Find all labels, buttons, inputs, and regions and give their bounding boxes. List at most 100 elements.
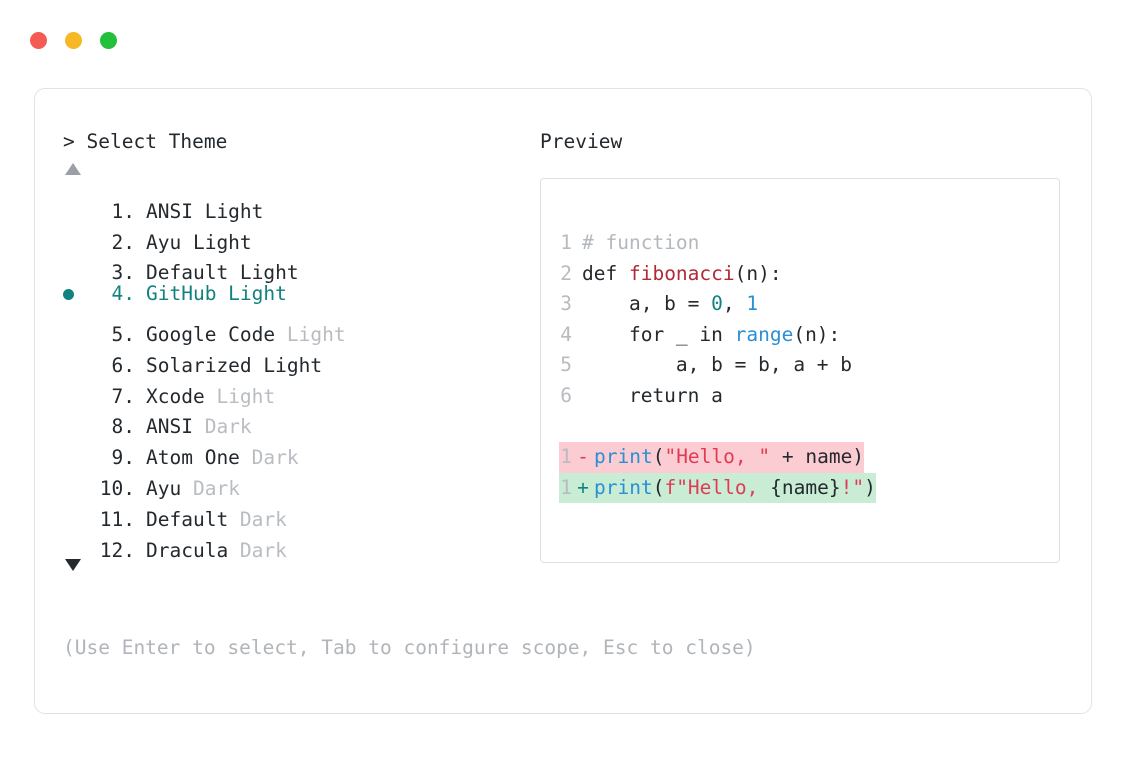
code-token: print — [594, 445, 653, 469]
selected-bullet-cell — [63, 526, 89, 557]
diff-line-number: 1 — [560, 475, 572, 499]
theme-item-variant: Light — [275, 322, 346, 346]
selected-bullet-icon — [63, 289, 74, 301]
diff-marker: + — [577, 475, 589, 499]
selected-bullet-cell — [63, 495, 89, 526]
theme-item-variant: Dark — [181, 476, 240, 500]
code-line-text: a, b = 0, 1 — [572, 289, 758, 320]
code-line: 3 a, b = 0, 1 — [559, 289, 876, 320]
scroll-down-icon[interactable] — [65, 558, 81, 571]
line-number: 5 — [560, 353, 572, 377]
code-line: 5 a, b = b, a + b — [559, 350, 876, 381]
prompt-caret-icon: > — [63, 130, 75, 153]
maximize-button[interactable] — [100, 32, 117, 49]
theme-item-label: Google Code — [146, 322, 276, 346]
theme-list-item[interactable]: 1.ANSI Light — [63, 187, 533, 223]
theme-item-label: Ayu Light — [146, 230, 252, 254]
code-token: ) — [864, 475, 876, 499]
page-title-label: Select Theme — [86, 130, 228, 153]
scroll-up-icon[interactable] — [65, 163, 81, 175]
window-traffic-lights — [30, 32, 117, 49]
theme-item-number: 12. — [99, 538, 135, 562]
code-token: fibonacci — [628, 261, 735, 285]
code-token: for _ in — [582, 322, 735, 346]
theme-list-item[interactable]: 12.Dracula Dark — [63, 526, 533, 562]
theme-list-item[interactable]: 7. Xcode Light — [63, 372, 533, 408]
selected-bullet-cell — [63, 372, 89, 403]
theme-list-item[interactable]: 10.Ayu Dark — [63, 464, 533, 500]
selected-bullet-cell — [63, 341, 89, 372]
diff-marker: - — [577, 445, 589, 469]
code-token: "Hello, " — [664, 445, 771, 469]
theme-list-item[interactable]: 8.ANSI Dark — [63, 403, 533, 438]
line-number: 1 — [560, 231, 572, 254]
selected-bullet-cell — [63, 310, 89, 341]
theme-item-label: Xcode — [146, 384, 205, 408]
theme-item-label: Default — [146, 507, 229, 531]
code-token: ( — [652, 445, 665, 469]
theme-item-label: Default Light — [146, 261, 299, 285]
diff-line-text: print("Hello, " + name) — [594, 442, 864, 473]
theme-item-number: 7. — [99, 384, 136, 408]
close-button[interactable] — [30, 32, 47, 49]
diff-line-number: 1 — [560, 445, 572, 469]
line-number: 4 — [560, 322, 572, 346]
code-token: 1 — [746, 292, 759, 316]
theme-list-item[interactable]: 6.Solarized Light — [63, 341, 533, 377]
theme-item-label: GitHub Light — [146, 282, 287, 306]
theme-item-variant: Dark — [228, 507, 287, 531]
keyboard-hint: (Use Enter to select, Tab to configure s… — [63, 636, 756, 659]
theme-item-number: 2. — [99, 230, 136, 254]
minimize-button[interactable] — [65, 32, 82, 49]
theme-list-item[interactable]: 2. Ayu Light — [63, 218, 533, 254]
selected-bullet-cell — [63, 433, 89, 464]
code-token: return a — [582, 383, 723, 407]
diff-line-wrapper: 1-print("Hello, " + name) — [559, 442, 876, 473]
code-token: # function — [582, 231, 700, 254]
theme-item-label: Ayu — [146, 476, 182, 500]
code-token: !" — [840, 475, 865, 499]
theme-item-variant: Light — [204, 384, 276, 408]
theme-list-item[interactable]: 4. GitHub Light — [63, 279, 533, 310]
theme-item-variant: Dark — [239, 446, 299, 470]
code-spacer — [559, 412, 876, 443]
theme-item-label: Dracula — [146, 538, 229, 562]
code-line: 4 for _ in range(n): — [559, 320, 876, 351]
theme-item-label: Atom One — [146, 446, 240, 470]
theme-list-item[interactable]: 9. Atom One Dark — [63, 433, 533, 469]
line-number: 3 — [560, 292, 572, 316]
theme-item-number: 5. — [99, 322, 136, 346]
theme-item-number: 4. — [99, 282, 136, 306]
selected-bullet-cell — [63, 249, 89, 280]
theme-item-label: ANSI — [146, 415, 193, 439]
code-line-text: for _ in range(n): — [572, 320, 840, 351]
theme-list-item[interactable]: 5. Google Code Light — [63, 310, 533, 346]
code-line: 6 return a — [559, 381, 876, 412]
code-line: 1 # function — [559, 228, 876, 259]
selected-bullet-cell — [63, 464, 89, 495]
theme-list[interactable]: 1.ANSI Light 2.Ayu Light 3.Default Light… — [63, 187, 533, 562]
code-token: 0 — [711, 292, 723, 316]
diff-line-removed: 1-print("Hello, " + name) — [559, 442, 865, 473]
theme-picker-panel: > Select Theme 1.ANSI Light 2.Ayu Light … — [34, 88, 1092, 714]
theme-selection-column: > Select Theme 1.ANSI Light 2.Ayu Light … — [63, 129, 533, 571]
diff-line-added: 1+print(f"Hello, {name}!") — [559, 472, 876, 504]
theme-item-label: Solarized Light — [146, 353, 323, 377]
code-line-text: a, b = b, a + b — [572, 350, 852, 381]
theme-item-number: 9. — [99, 446, 136, 470]
code-token: (n): — [734, 261, 782, 285]
code-token: + name) — [770, 445, 865, 469]
code-token: def — [582, 261, 629, 285]
selected-bullet-cell — [63, 403, 89, 434]
theme-item-number: 1. — [99, 199, 136, 223]
code-token: range — [734, 322, 794, 346]
theme-list-item[interactable]: 11.Default Dark — [63, 495, 533, 531]
preview-title: Preview — [540, 130, 623, 153]
diff-line-text: print(f"Hello, {name}!") — [594, 473, 876, 504]
theme-list-item[interactable]: 3. Default Light — [63, 249, 533, 284]
selected-bullet-cell — [63, 280, 89, 311]
theme-item-number: 3. — [99, 261, 136, 285]
